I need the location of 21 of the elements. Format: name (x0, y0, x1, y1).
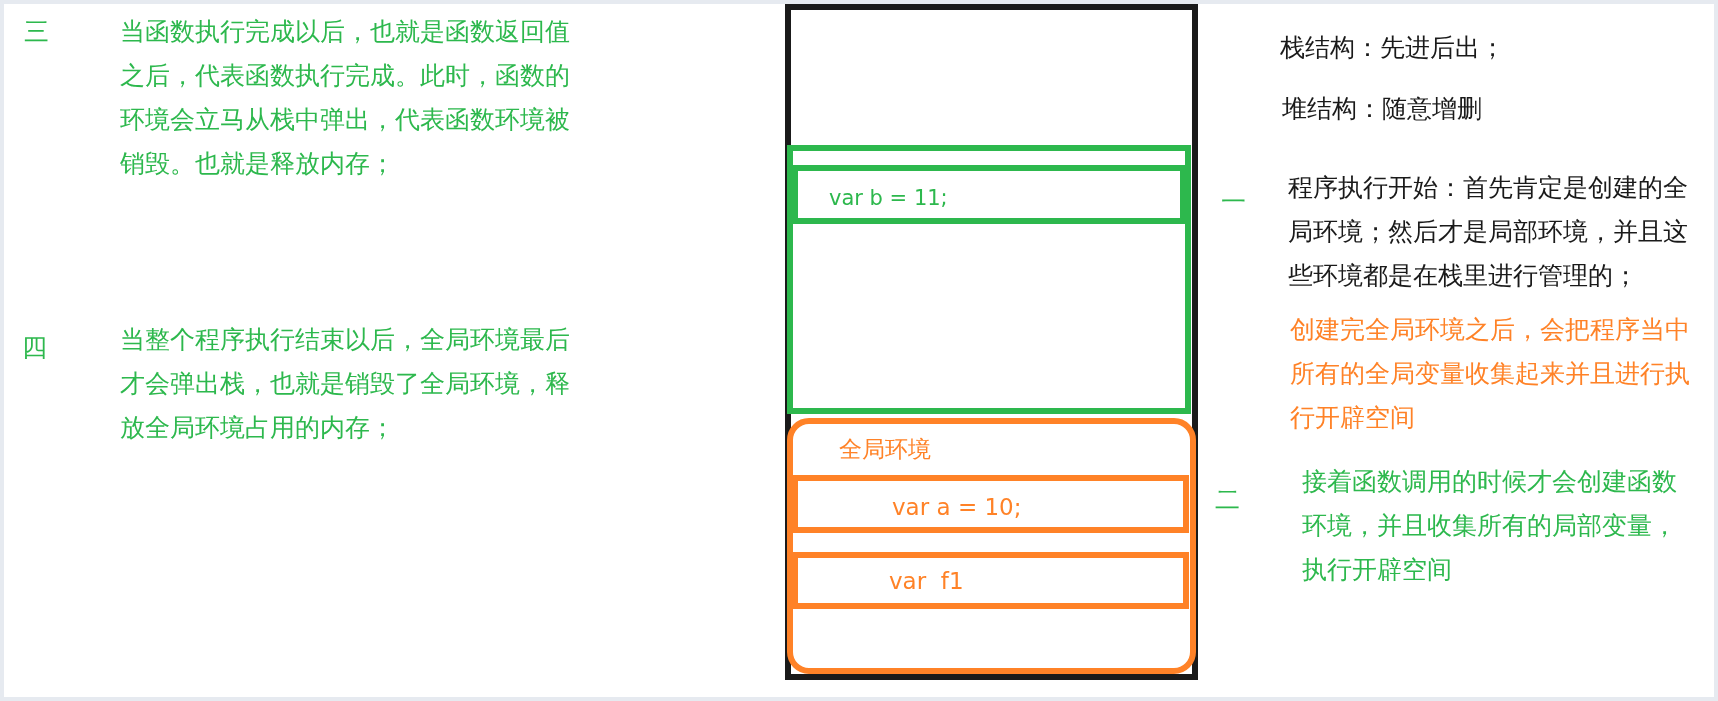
step-number: 一 (1221, 186, 1247, 218)
definition-note: 栈结构：先进后出； (1280, 32, 1506, 64)
variable-box (792, 165, 1186, 224)
step-number: 二 (1215, 484, 1241, 516)
step-number: 三 (24, 16, 50, 48)
step-number: 四 (22, 332, 48, 364)
stack-box (785, 4, 1198, 680)
code-text: 全局环境 (839, 436, 931, 464)
variable-box (792, 552, 1189, 609)
code-text: var f1 (889, 568, 964, 596)
step-note: 接着函数调用的时候才会创建函数环境，并且收集所有的局部变量，执行开辟空间 (1302, 466, 1678, 586)
step-note: 程序执行开始：首先肯定是创建的全局环境；然后才是局部环境，并且这些环境都是在栈里进行管理的； (1288, 172, 1689, 292)
step-note: 创建完全局环境之后，会把程序当中所有的全局变量收集起来并且进行执行开辟空间 (1290, 314, 1691, 434)
step-note: 当整个程序执行结束以后，全局环境最后才会弹出栈，也就是销毁了全局环境，释放全局环境占用的内存； (120, 324, 571, 444)
function-environment-box (787, 145, 1191, 414)
step-note: 当函数执行完成以后，也就是函数返回值之后，代表函数执行完成。此时，函数的环境会立马从栈中弹出，代表函数环境被销毁。也就是释放内存； (120, 16, 571, 180)
variable-box (792, 475, 1189, 533)
code-text: var a = 10; (892, 494, 1022, 522)
definition-note: 堆结构：随意增删 (1282, 93, 1483, 125)
global-environment-box (787, 418, 1196, 674)
code-text: var b = 11; (829, 186, 948, 212)
